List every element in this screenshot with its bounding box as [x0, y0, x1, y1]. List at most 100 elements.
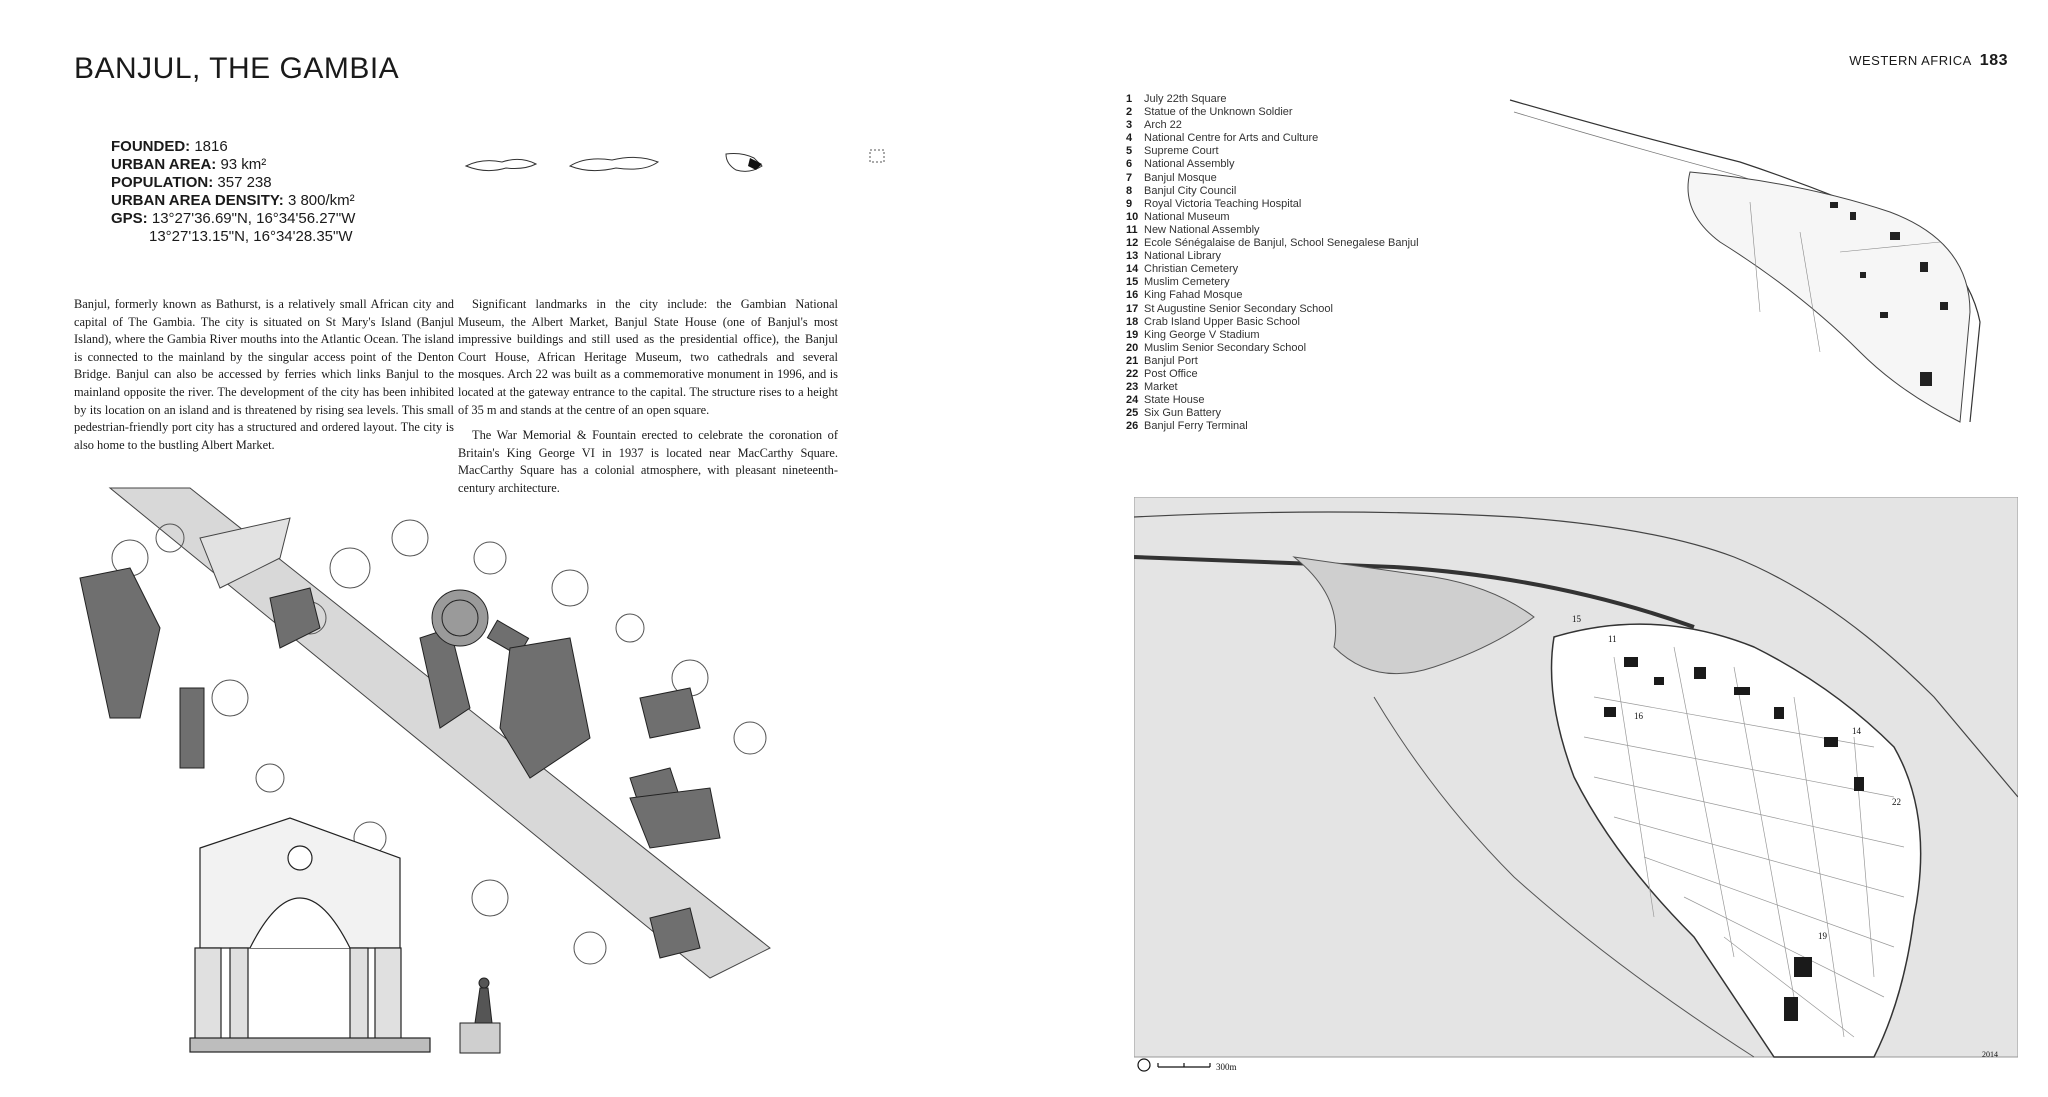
legend-text: St Augustine Senior Secondary School — [1144, 302, 1333, 315]
page-title: BANJUL, THE GAMBIA — [74, 52, 400, 85]
legend-number: 2 — [1126, 106, 1133, 119]
legend-text: Muslim Senior Secondary School — [1144, 341, 1307, 354]
legend-number: 14 — [1126, 263, 1139, 276]
island-thumb-4 — [869, 149, 885, 163]
gps-label: GPS: — [111, 210, 148, 227]
legend-number: 22 — [1126, 367, 1139, 380]
city-sketch-illustration — [79, 487, 771, 1054]
legend-text: Statue of the Unknown Soldier — [1144, 106, 1293, 119]
legend-text: Post Office — [1144, 367, 1198, 380]
legend-number: 19 — [1126, 328, 1139, 341]
legend-item: 26 Banjul Ferry Terminal — [1126, 420, 1419, 433]
island-thumb-1 — [464, 158, 538, 172]
island-thumb-3 — [725, 153, 763, 172]
map-label-16: 16 — [1634, 711, 1644, 721]
city-facts: FOUNDED: 1816 URBAN AREA: 93 km² POPULAT… — [111, 138, 355, 246]
legend-number: 23 — [1126, 381, 1139, 394]
legend-number: 7 — [1126, 171, 1133, 184]
legend-item: 15 Muslim Cemetery — [1126, 276, 1419, 289]
legend-text: Ecole Sénégalaise de Banjul, School Sene… — [1144, 237, 1419, 250]
legend-number: 18 — [1126, 315, 1139, 328]
legend-text: Royal Victoria Teaching Hospital — [1144, 197, 1302, 210]
body-paragraph-1: Banjul, formerly known as Bathurst, is a… — [74, 297, 454, 452]
legend-text: Arch 22 — [1144, 119, 1182, 132]
map-year: 2014 — [1982, 1050, 1998, 1059]
sketch-statue — [459, 977, 501, 1054]
map-street-grid — [1583, 646, 1905, 1038]
legend-number: 8 — [1126, 184, 1133, 197]
page-number: 183 — [1979, 52, 2008, 69]
legend-text: Muslim Cemetery — [1144, 276, 1230, 289]
density-value: 3 800/km² — [287, 192, 355, 209]
legend-number: 20 — [1126, 341, 1139, 354]
population-label: POPULATION: — [111, 174, 214, 191]
legend-item: 13 National Library — [1126, 250, 1419, 263]
legend-number: 12 — [1126, 237, 1139, 250]
map-wetland — [1292, 556, 1535, 675]
legend-number: 26 — [1126, 420, 1139, 433]
main-city-map: 15 11 16 14 22 19 300m 2014 — [1134, 497, 2018, 1072]
island-thumb-3-fill — [748, 158, 762, 170]
legend-item: 4 National Centre for Arts and Culture — [1126, 132, 1419, 145]
legend-item: 22 Post Office — [1126, 368, 1419, 381]
map-buildings — [1604, 657, 1864, 1021]
map-south-channel — [1373, 696, 1755, 1058]
legend-text: National Library — [1144, 250, 1222, 263]
founded-value: 1816 — [194, 138, 228, 155]
legend-text: Christian Cemetery — [1144, 263, 1239, 276]
overview-blocks — [1830, 202, 1948, 386]
map-denton-road — [1134, 555, 1695, 629]
island-thumb-2 — [568, 156, 660, 172]
overview-map — [1509, 99, 1981, 423]
legend-text: Banjul City Council — [1144, 184, 1237, 197]
map-label-15: 15 — [1572, 614, 1582, 624]
body-column-1: Banjul, formerly known as Bathurst, is a… — [74, 296, 454, 462]
legend-text: National Centre for Arts and Culture — [1144, 132, 1319, 145]
sketch-arch-22 — [189, 817, 431, 1053]
map-label-14: 14 — [1852, 726, 1862, 736]
legend-text: King Fahad Mosque — [1144, 289, 1243, 302]
map-label-19: 19 — [1818, 931, 1828, 941]
section-name: WESTERN AFRICA — [1849, 53, 1972, 68]
map-label-11: 11 — [1608, 634, 1617, 644]
legend-number: 6 — [1126, 158, 1133, 171]
legend-number: 15 — [1126, 276, 1139, 289]
legend-item: 12 Ecole Sénégalaise de Banjul, School Se… — [1126, 237, 1419, 250]
legend-item: 2 Statue of the Unknown Soldier — [1126, 106, 1419, 119]
legend-text: State House — [1144, 394, 1205, 407]
legend-number: 17 — [1126, 302, 1139, 315]
legend-number: 21 — [1126, 354, 1139, 367]
density-label: URBAN AREA DENSITY: — [111, 192, 284, 209]
legend-number: 13 — [1126, 250, 1139, 263]
legend-number: 5 — [1126, 145, 1133, 158]
legend-item: 14 Christian Cemetery — [1126, 263, 1419, 276]
legend-text: Market — [1144, 381, 1178, 394]
page-header: WESTERN AFRICA 183 — [1849, 52, 2008, 70]
legend-text: Six Gun Battery — [1144, 407, 1222, 420]
gps-value-1: 13°27'36.69"N, 16°34'56.27"W — [151, 210, 356, 227]
legend-text: Banjul Ferry Terminal — [1144, 420, 1248, 433]
north-arrow-icon — [1137, 1058, 1151, 1072]
legend-text: New National Assembly — [1144, 223, 1260, 236]
body-column-2: Significant landmarks in the city includ… — [458, 296, 838, 506]
legend-item: 23 Market — [1126, 381, 1419, 394]
gps-value-2: 13°27'13.15"N, 16°34'28.35"W — [149, 228, 353, 245]
legend-number: 3 — [1126, 119, 1133, 132]
island-thumbnails — [464, 149, 885, 172]
legend-text: July 22th Square — [1144, 93, 1227, 105]
sketch-round-building — [431, 589, 489, 647]
legend-number: 4 — [1126, 132, 1133, 145]
body-paragraph-3: The War Memorial & Fountain erected to c… — [458, 428, 838, 495]
legend-number: 1 — [1126, 93, 1133, 105]
legend-number: 9 — [1126, 197, 1133, 210]
urban-area-value: 93 km² — [220, 156, 267, 173]
map-label-22: 22 — [1892, 797, 1901, 807]
legend-item: 9 Royal Victoria Teaching Hospital — [1126, 198, 1419, 211]
